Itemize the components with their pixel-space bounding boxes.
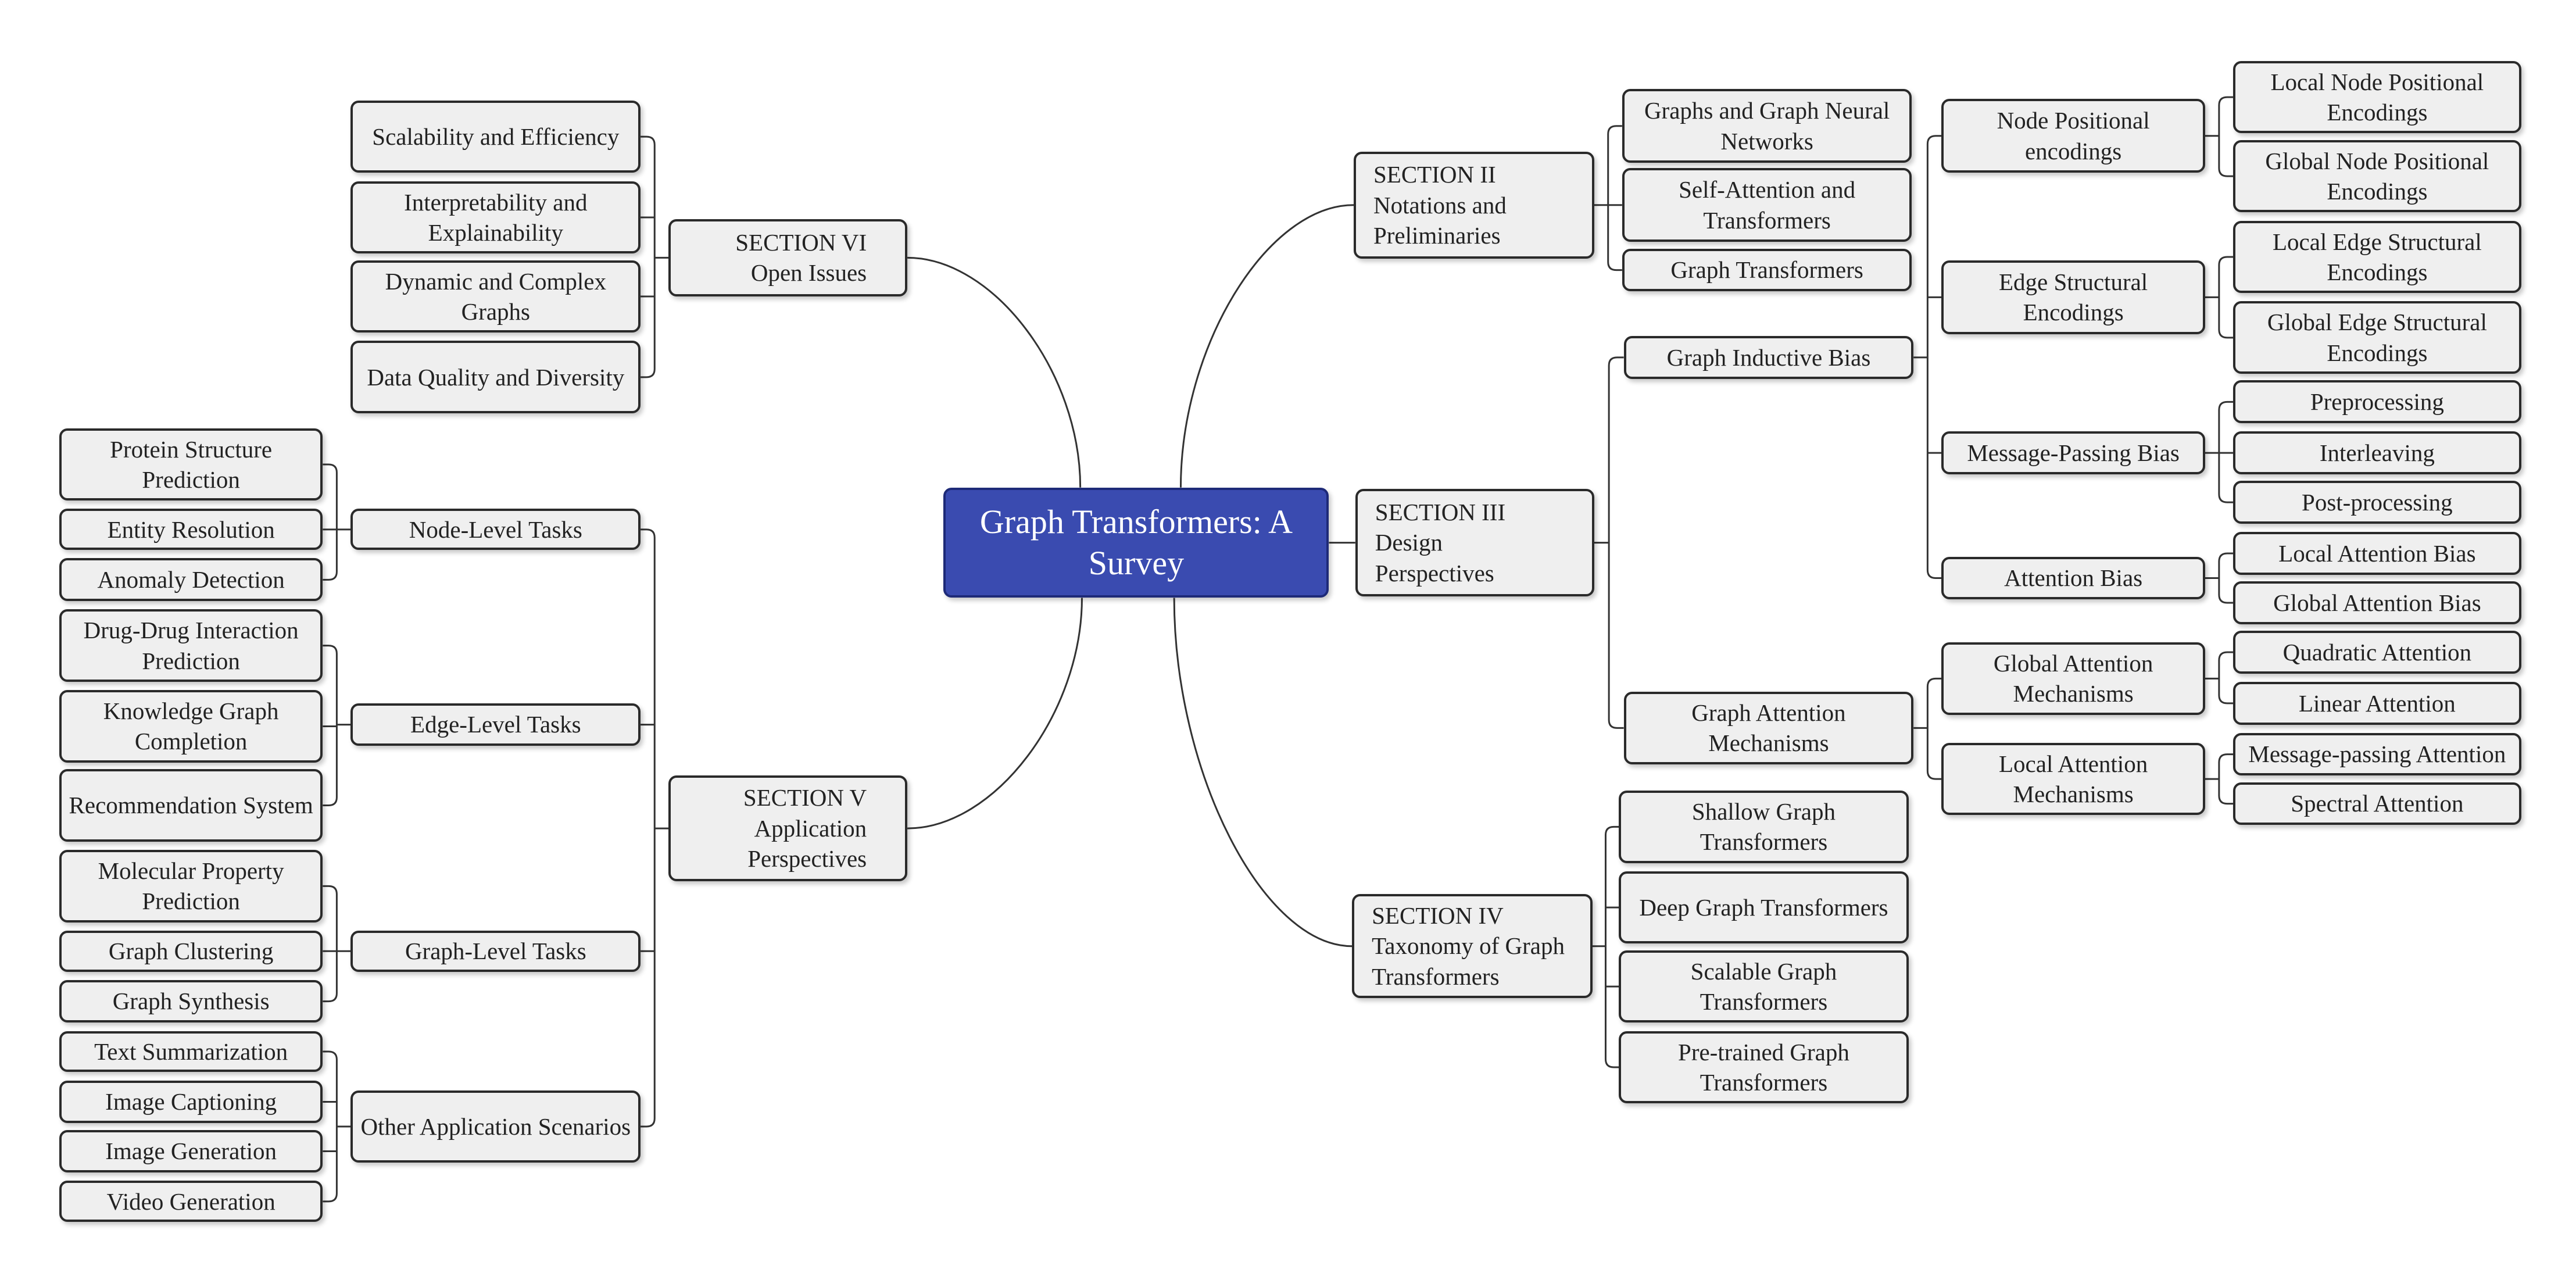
mp-bias-0: Preprocessing — [2232, 380, 2521, 424]
edge-tasks-0: Drug-Drug Interaction Prediction — [59, 609, 323, 682]
node-tasks-2: Anomaly Detection — [59, 558, 323, 602]
root-to-s6 — [907, 256, 1082, 488]
attn-mech-bracket — [1913, 677, 1942, 780]
node-tasks-node: Node-Level Tasks — [350, 509, 641, 550]
attn-bias-node: Attention Bias — [1941, 556, 2205, 600]
global-attn-bracket — [2205, 651, 2233, 705]
edge-se-0: Local Edge Structural Encodings — [2232, 220, 2521, 294]
local-attn-0: Message-passing Attention — [2232, 732, 2521, 776]
edge-tasks-2: Recommendation System — [59, 769, 323, 842]
edge-se-node: Edge Structural Encodings — [1941, 260, 2205, 335]
global-attn-1: Linear Attention — [2232, 681, 2521, 725]
node-tasks-bracket — [323, 463, 351, 581]
other-1: Image Captioning — [59, 1080, 323, 1124]
attn-bias-0: Local Attention Bias — [2232, 532, 2521, 575]
node-pe-0: Local Node Positional Encodings — [2232, 60, 2521, 134]
local-attn-1: Spectral Attention — [2232, 782, 2521, 825]
root-to-s2 — [1179, 204, 1354, 488]
s5-bracket — [641, 528, 669, 1128]
graph-tasks-2: Graph Synthesis — [59, 979, 323, 1023]
mp-bias-1: Interleaving — [2232, 431, 2521, 474]
mp-bias-bracket — [2205, 401, 2233, 503]
s6-child-2: Dynamic and Complex Graphs — [350, 260, 641, 333]
root-node: Graph Transformers: A Survey — [943, 487, 1329, 598]
s4-bracket — [1592, 825, 1619, 1068]
global-attn-0: Quadratic Attention — [2232, 631, 2521, 674]
graph-tasks-bracket — [323, 885, 351, 1003]
s6-bracket — [641, 135, 669, 378]
attn-bias-1: Global Attention Bias — [2232, 581, 2521, 624]
s4-child-1: Deep Graph Transformers — [1619, 871, 1909, 944]
s3-bracket — [1594, 356, 1624, 729]
root-to-s5 — [907, 598, 1083, 830]
edge-tasks-node: Edge-Level Tasks — [350, 703, 641, 746]
edge-tasks-1: Knowledge Graph Completion — [59, 690, 323, 763]
node-pe-node: Node Positional encodings — [1941, 98, 2205, 173]
s4-child-0: Shallow Graph Transformers — [1619, 790, 1909, 863]
root-to-s4 — [1173, 598, 1353, 948]
other-bracket — [323, 1050, 351, 1203]
graph-tasks-node: Graph-Level Tasks — [350, 930, 641, 972]
mp-bias-node: Message-Passing Bias — [1941, 431, 2205, 474]
graph-tasks-0: Molecular Property Prediction — [59, 849, 323, 923]
local-attn-node: Local Attention Mechanisms — [1941, 742, 2205, 816]
node-pe-1: Global Node Positional Encodings — [2232, 140, 2521, 213]
edge-se-bracket — [2205, 256, 2233, 339]
attn-bias-bracket — [2205, 552, 2233, 604]
node-pe-bracket — [2205, 96, 2233, 177]
global-attn-node: Global Attention Mechanisms — [1941, 642, 2205, 715]
other-0: Text Summarization — [59, 1031, 323, 1072]
local-attn-bracket — [2205, 753, 2233, 805]
s6-child-3: Data Quality and Diversity — [350, 341, 641, 414]
s2-child-2: Graph Transformers — [1622, 248, 1912, 292]
inductive-bracket — [1913, 135, 1942, 579]
attn-mech-node: Graph Attention Mechanisms — [1623, 691, 1914, 764]
s2-bracket — [1594, 125, 1622, 271]
s4-child-2: Scalable Graph Transformers — [1619, 950, 1909, 1023]
edge-tasks-bracket — [323, 645, 351, 806]
s6-child-0: Scalability and Efficiency — [350, 100, 641, 173]
other-2: Image Generation — [59, 1129, 323, 1173]
s2-child-0: Graphs and Graph Neural Networks — [1622, 88, 1912, 163]
other-node: Other Application Scenarios — [350, 1090, 641, 1163]
s2-child-1: Self-Attention and Transformers — [1622, 167, 1912, 242]
other-3: Video Generation — [59, 1181, 323, 1222]
mp-bias-2: Post-processing — [2232, 481, 2521, 524]
node-tasks-0: Protein Structure Prediction — [59, 428, 323, 501]
node-tasks-1: Entity Resolution — [59, 509, 323, 550]
s6-child-1: Interpretability and Explainability — [350, 181, 641, 254]
edge-se-1: Global Edge Structural Encodings — [2232, 301, 2521, 374]
graph-tasks-1: Graph Clustering — [59, 930, 323, 972]
s4-child-3: Pre-trained Graph Transformers — [1619, 1031, 1909, 1104]
inductive-bias-node: Graph Inductive Bias — [1623, 335, 1914, 379]
